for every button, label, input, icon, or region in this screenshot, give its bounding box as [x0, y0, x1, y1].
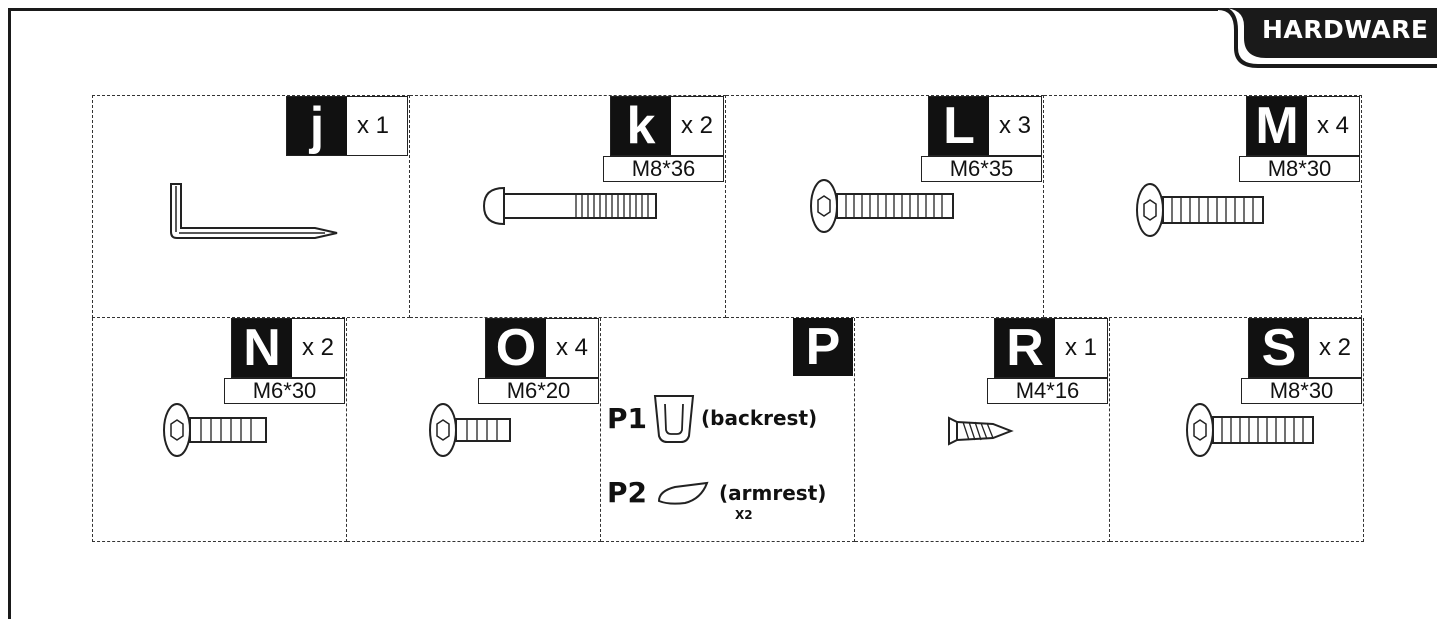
backrest-cap-icon	[653, 395, 695, 443]
item-letter: N	[231, 319, 292, 377]
item-j: j x 1	[92, 95, 410, 318]
p1-code: P1	[607, 401, 648, 435]
item-letter: R	[994, 319, 1055, 377]
item-letter: S	[1248, 319, 1309, 377]
item-letter: M	[1246, 97, 1307, 155]
hex-bolt-icon	[163, 403, 267, 457]
p2-description: (armrest)	[719, 480, 827, 505]
item-quantity: x 2	[1318, 334, 1351, 361]
item-L: L x 3 M6*35	[726, 95, 1044, 318]
item-quantity: x 1	[357, 112, 390, 139]
item-quantity: x 4	[1316, 112, 1349, 139]
item-label: R x 1	[993, 318, 1108, 378]
item-quantity: x 2	[301, 334, 334, 361]
item-N: N x 2 M6*30	[92, 318, 347, 542]
item-k: k x 2 M8*36	[410, 95, 726, 318]
item-size: M6*30	[224, 378, 345, 404]
item-label: S x 2	[1247, 318, 1362, 378]
armrest-cap-icon	[658, 481, 709, 505]
item-letter: k	[610, 97, 671, 155]
section-tab	[1210, 8, 1437, 68]
button-head-bolt-icon	[482, 186, 657, 226]
item-quantity: x 2	[680, 112, 713, 139]
item-size: M6*35	[921, 156, 1042, 182]
item-S: S x 2 M8*30	[1110, 318, 1364, 542]
item-M: M x 4 M8*30	[1044, 95, 1362, 318]
hex-bolt-icon	[429, 403, 511, 457]
item-label: L x 3	[927, 96, 1042, 156]
page-frame-top	[8, 8, 1218, 11]
hex-bolt-icon	[1136, 183, 1264, 237]
item-label: k x 2	[609, 96, 724, 156]
p1-row: P1 (backrest)	[607, 392, 817, 444]
item-P: P P1 (backrest) P2 (armrest) X2	[601, 318, 855, 542]
item-quantity: x 3	[998, 112, 1031, 139]
section-title: HARDWARE	[1262, 15, 1429, 44]
item-quantity: x 1	[1064, 334, 1097, 361]
hex-bolt-icon	[1186, 403, 1314, 457]
wood-screw-icon	[948, 416, 1014, 446]
item-R: R x 1 M4*16	[855, 318, 1110, 542]
item-letter: P	[793, 318, 853, 376]
hex-bolt-icon	[810, 179, 954, 233]
item-quantity: x 4	[555, 334, 588, 361]
item-label: O x 4	[484, 318, 599, 378]
p2-code: P2	[607, 476, 648, 509]
item-size: M4*16	[987, 378, 1108, 404]
item-size: M6*20	[478, 378, 599, 404]
item-size: M8*30	[1239, 156, 1360, 182]
item-letter: j	[287, 97, 347, 155]
item-label: N x 2	[230, 318, 345, 378]
item-label: j x 1	[286, 96, 408, 156]
item-O: O x 4 M6*20	[347, 318, 601, 542]
hardware-row-1: j x 1 k x 2 M8*36 L	[92, 95, 1362, 318]
allen-key-icon	[170, 183, 338, 239]
p2-row: P2 (armrest)	[607, 476, 826, 509]
item-letter: L	[928, 97, 989, 155]
p1-description: (backrest)	[701, 406, 818, 430]
hardware-row-2: N x 2 M6*30 O x 4 M6*20	[92, 318, 1364, 542]
item-letter: O	[485, 319, 546, 377]
p2-multiplier: X2	[735, 508, 753, 522]
page-frame-left	[8, 8, 11, 619]
item-size: M8*30	[1241, 378, 1362, 404]
item-size: M8*36	[603, 156, 724, 182]
item-label: P	[793, 318, 853, 376]
item-label: M x 4	[1245, 96, 1360, 156]
